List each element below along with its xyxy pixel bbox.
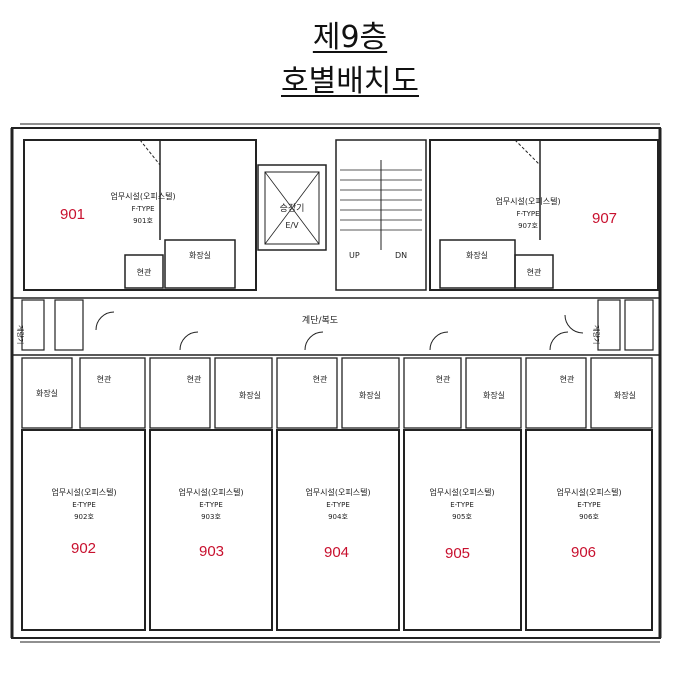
unit-903-room [149, 429, 273, 631]
corridor-label: 계단/복도 [302, 314, 338, 326]
unit-906-room [525, 429, 653, 631]
unit-905-bath: 화장실 [483, 390, 505, 400]
unit-901-number: 901 [60, 206, 85, 223]
unit-901-type: F-TYPE [131, 205, 154, 213]
unit-903-number: 903 [199, 543, 224, 560]
unit-901-bath: 화장실 [189, 250, 211, 260]
unit-903-type: E-TYPE [199, 501, 223, 509]
elevator-sub: E/V [285, 221, 299, 230]
unit-903-bath: 화장실 [239, 390, 261, 400]
unit-906-number: 906 [571, 544, 596, 561]
unit-904-room-label: 904호 [328, 513, 348, 521]
unit-902-bath: 화장실 [36, 388, 58, 398]
unit-906-room-label: 906호 [579, 513, 599, 521]
unit-906-bath: 화장실 [614, 390, 636, 400]
unit-905-number: 905 [445, 545, 470, 562]
unit-902-entrance: 현관 [97, 374, 112, 384]
unit-902-type: E-TYPE [72, 501, 96, 509]
unit-907-entrance: 현관 [527, 267, 542, 277]
unit-903-room-label: 903호 [201, 513, 221, 521]
unit-907-type: F-TYPE [516, 210, 539, 218]
meter-left-label: 계량기 [16, 325, 25, 344]
unit-907-room-label: 907호 [518, 222, 538, 230]
unit-904-bath: 화장실 [359, 390, 381, 400]
unit-907-number: 907 [592, 210, 617, 227]
unit-905-room [403, 429, 522, 631]
unit-904-entrance: 현관 [313, 374, 328, 384]
elevator-label: 승강기 [280, 203, 305, 214]
unit-904-use: 업무시설(오피스텔) [305, 487, 370, 497]
unit-902-room [21, 429, 146, 631]
unit-902-number: 902 [71, 540, 96, 557]
unit-902-use: 업무시설(오피스텔) [51, 487, 116, 497]
unit-903-use: 업무시설(오피스텔) [178, 487, 243, 497]
unit-905-type: E-TYPE [450, 501, 474, 509]
unit-901-entrance: 현관 [137, 267, 152, 277]
elevator-core [257, 164, 327, 251]
stair-up-label: UP [349, 251, 360, 260]
floor-title: 제9층 [312, 20, 388, 55]
unit-905-entrance: 현관 [436, 374, 451, 384]
unit-907-room [429, 139, 659, 291]
unit-901-room-label: 901호 [133, 217, 153, 225]
unit-907-bath: 화장실 [466, 250, 488, 260]
plan-subtitle: 호별배치도 [281, 64, 419, 99]
unit-905-use: 업무시설(오피스텔) [429, 487, 494, 497]
unit-902-room-label: 902호 [74, 513, 94, 521]
unit-907-use: 업무시설(오피스텔) [495, 196, 560, 206]
unit-906-type: E-TYPE [577, 501, 601, 509]
stair-down-label: DN [395, 251, 407, 260]
unit-906-use: 업무시설(오피스텔) [556, 487, 621, 497]
unit-904-type: E-TYPE [326, 501, 350, 509]
unit-906-entrance: 현관 [560, 374, 575, 384]
unit-904-number: 904 [324, 544, 349, 561]
unit-903-entrance: 현관 [187, 374, 202, 384]
unit-901-use: 업무시설(오피스텔) [110, 191, 175, 201]
unit-904-room [276, 429, 400, 631]
meter-right-label: 계량기 [592, 325, 601, 344]
unit-905-room-label: 905호 [452, 513, 472, 521]
stair-core [335, 139, 427, 291]
